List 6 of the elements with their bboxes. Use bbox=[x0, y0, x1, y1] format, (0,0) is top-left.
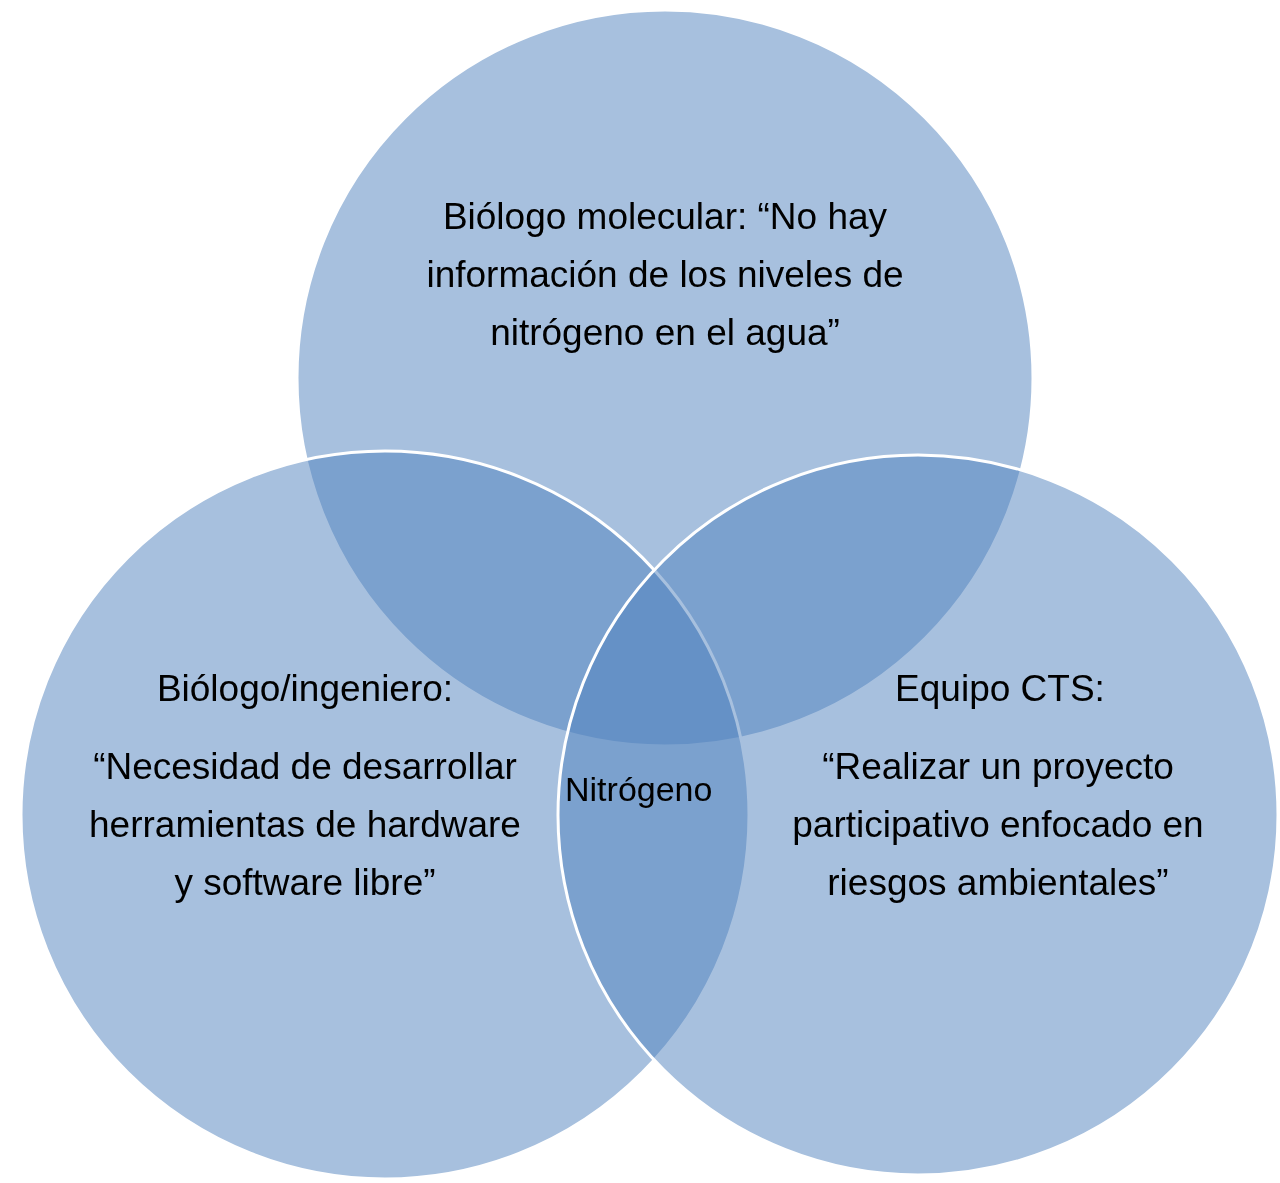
intersection-label: Nitrógeno bbox=[565, 770, 713, 809]
circle-quote: “Necesidad de desarrollar herramientas de hardware y software libre” bbox=[88, 745, 522, 905]
circle-heading: Biólogo/ingeniero: bbox=[155, 667, 455, 711]
circle-heading: Equipo CTS: bbox=[894, 667, 1106, 711]
circle-quote: “Realizar un proyecto participativo enfocado en riesgos ambientales” bbox=[791, 745, 1205, 905]
circle-quote: Biólogo molecular: “No hay información de los niveles de nitrógeno en el agua” bbox=[425, 195, 905, 355]
